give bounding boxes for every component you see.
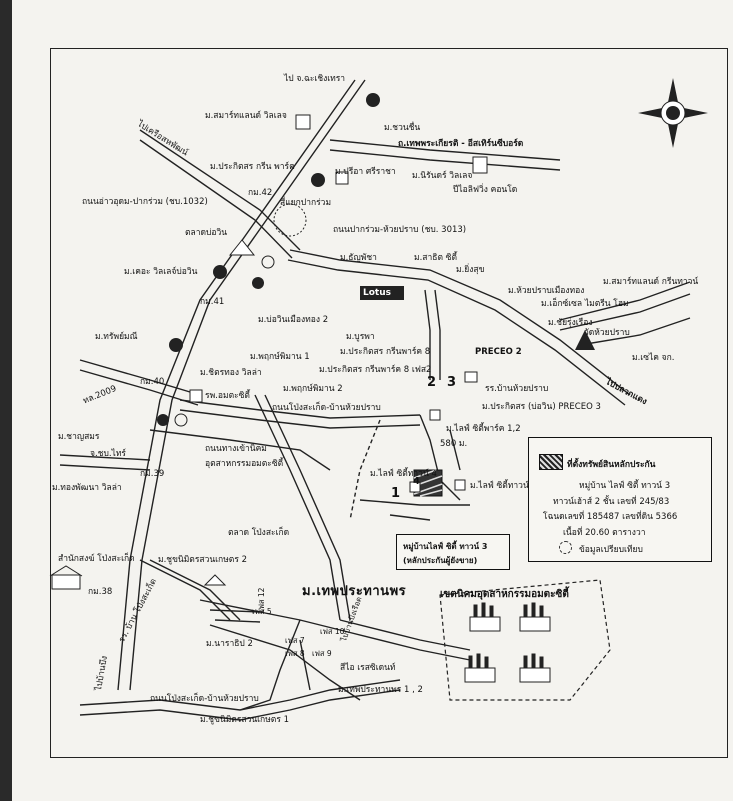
label-phase7: เฟส 7	[285, 636, 305, 645]
label-burapha: ม.บูรพา	[346, 332, 375, 342]
callout-line-2: (หลักประกันผู้ยังขาย)	[403, 556, 478, 565]
label-km38: กม.38	[88, 587, 113, 597]
label-preceo2: PRECEO 2	[475, 347, 522, 357]
comparison-circle-icon	[559, 541, 572, 554]
label-thep-prathan-12: ม.เทพประทานพร 1 , 2	[338, 685, 423, 695]
label-prasitsorn-green-8-2: ม.ประกิตสร กรีนพาร์ค 8 เฟส2	[319, 365, 432, 375]
legend-title: ที่ตั้งทรัพย์สินหลักประกัน	[567, 460, 656, 470]
legend-line-2: ทาวน์เฮ้าส์ 2 ชั้น เลขที่ 245/83	[553, 497, 670, 507]
legend-line-4: เนื้อที่ 20.60 ตารางวา	[563, 528, 646, 538]
label-smart-land-green-town: ม.สมาร์ทแลนด์ กรีนทาวน์	[603, 277, 699, 287]
label-pong-road-bottom: ถนนโป่งสะเก็ด-บ้านห้วยปราบ	[150, 694, 259, 704]
lotus-store-logo: Lotus	[360, 286, 404, 300]
label-phase9: เฟส 9	[312, 649, 332, 658]
label-prasitsorn-preceo3: ม.ประกิตสร (บ่อวิน) PRECEO 3	[482, 402, 601, 412]
label-pong-road: ถนนโป่งสะเก็ด-บ้านห้วยปราบ	[272, 403, 381, 413]
label-pak-ruam-junction: สี่แยกปากร่วม	[280, 198, 332, 208]
label-sarit-city: ม.สาธิต ซิตี้	[414, 253, 457, 263]
label-kb-company: ม.เซไค จก.	[632, 353, 675, 363]
label-phase8: เฟส 8	[285, 649, 305, 658]
label-phruksa-2: ม.พฤกษ์พิมาน 2	[283, 384, 343, 394]
label-see-oh: สีไอ เรสซิเดนท์	[340, 663, 396, 673]
label-ao-udom-road: ถนนอ่าวอุดม-ปากร่วม (ชบ.1032)	[82, 197, 208, 207]
label-eagle-home: ม.เอ็กซ์เซล ไมตรีน โฮม	[541, 299, 629, 309]
label-narathip: ม.นาราธิป 2	[206, 639, 253, 649]
label-life-city-park: ม.ไลฟ์ ซิตี้พาร์ค 1,2	[446, 424, 521, 434]
label-smart-land-village: ม.สมาร์ทแลนด์ วิลเลจ	[205, 111, 287, 121]
label-dist-580: 580 ม.	[440, 439, 468, 449]
label-supphanichy: ม.ทรัพย์มณี	[95, 332, 138, 342]
label-chaiyaphon: ม.ชาญสมร	[58, 432, 100, 442]
marker-1: 1	[391, 486, 401, 501]
label-phase5: เฟส 5	[252, 607, 272, 616]
marker-4: 4	[413, 476, 420, 487]
label-km39: กม.39	[140, 469, 165, 479]
label-thep-prakiat-road: ถ.เทพพระเกียรติ - อีสเทิร์นซีบอร์ด	[398, 139, 524, 149]
collateral-swatch-icon	[539, 454, 563, 470]
label-km41: กม.41	[200, 297, 225, 307]
label-to-chachoengsao: ไป จ.ฉะเชิงเทรา	[284, 74, 346, 84]
label-huai-prap-mueang-thong: ม.ห้วยปราบเมืองทอง	[508, 286, 585, 296]
label-bo-win-market: ตลาดบ่อวิน	[185, 228, 228, 238]
legend-box: ที่ตั้งทรัพย์สินหลักประกัน หมู่บ้าน ไลฟ์…	[528, 437, 712, 562]
label-life-city-town1: ม.ไลฟ์ ซิตี้ทาวน์ 1	[470, 481, 537, 491]
label-amata-road: ถนนทางเข้านิคม	[205, 444, 267, 454]
label-k-villa: ม.เคอะ วิลเลจ์บ่อวิน	[124, 267, 198, 277]
label-suksawat-1: ม.ชูขนิมิตรสวนเกษตร 1	[200, 715, 290, 725]
label-km42: กม.42	[248, 188, 273, 198]
label-pradiao-sriracha: ม.ปรีอา ศรีราชา	[335, 167, 396, 177]
industrial-zone-boundary	[439, 579, 611, 701]
label-chitthong: ม.ชิตรทอง วิลล่า	[200, 368, 262, 378]
label-thanphat: ม.ธัญพัชา	[340, 253, 377, 263]
marker-3: 3	[447, 375, 457, 390]
label-life-city-town4: ม.ไลฟ์ ซิตี้ทาวน์ 4	[370, 469, 437, 479]
temple-icon	[575, 330, 595, 350]
label-suksawat-2: ม.ชูขนิมิตรสวนเกษตร 2	[158, 555, 248, 565]
collateral-callout: หมู่บ้านไลฟ์ ซิตี้ ทาวน์ 3 (หลักประกันผู…	[396, 534, 510, 570]
label-pak-ruam-huai-road: ถนนปากร่วม-ห้วยปราบ (ชบ. 3013)	[333, 225, 467, 235]
legend-line-1: หมู่บ้าน ไลฟ์ ซิตี้ ทาวน์ 3	[579, 481, 671, 491]
label-thong-phanna: ม.ทองพัฒนา วิลล่า	[52, 483, 122, 493]
label-chayruang: ม.ชัยรุ่งเรือง	[548, 318, 593, 328]
label-kor-bor: จ.ชบ.ไทร์	[90, 449, 126, 459]
label-km40: กม.40	[140, 377, 165, 387]
label-pong-market: ตลาด โป่งสะเก็ด	[228, 528, 290, 538]
label-phase10: เฟส 10	[320, 627, 345, 636]
label-bo-win-mueang-thong: ม.บ่อวินเมืองทอง 2	[258, 315, 329, 325]
callout-line-1: หมู่บ้านไลฟ์ ซิตี้ ทาวน์ 3	[403, 542, 488, 551]
legend-line-5: ข้อมูลเปรียบเทียบ	[579, 545, 643, 555]
label-pong-office: สำนักสงฆ์ โป่งสะเก็ด	[58, 554, 135, 564]
legend-line-3: โฉนดเลขที่ 185487 เลขที่ดิน 5366	[543, 512, 678, 522]
label-amata-estate: อุตสาหกรรมอมตะซิตี้	[205, 459, 284, 469]
label-industrial-zone: เขตนิคมอุตสาหกรรมอมตะซิตี้	[440, 589, 569, 600]
compass-rose-icon	[636, 76, 710, 150]
label-thep-prathan: ม.เทพประทานพร	[302, 584, 407, 599]
label-phruksa-1: ม.พฤกษ์พิมาน 1	[250, 352, 310, 362]
label-prasitsorn-green-park: ม.ประกิตสร กรีน พาร์ค	[210, 162, 295, 172]
label-chuan-chuen: ม.ชวนชื่น	[384, 123, 421, 133]
marker-2: 2	[427, 375, 437, 390]
label-prasitsorn-green-8: ม.ประกิตสร กรีนพาร์ค 8	[340, 347, 431, 357]
label-hospital: รพ.อมตะซิตี้	[205, 391, 250, 401]
label-ninrak-village: ม.นิรันดร์ วิลเลจ	[412, 171, 473, 181]
label-yingsuk: ม.ยิ่งสุข	[456, 265, 485, 275]
label-huai-prap-temple: วัดห้วยปราบ	[584, 328, 630, 338]
label-huai-prap-school: รร.บ้านห้วยปราบ	[485, 384, 549, 394]
map-frame	[50, 48, 728, 758]
highway-line-a	[117, 79, 356, 691]
label-ai-la-condo: ปีไอลิฟวิ่ง คอนโด	[453, 185, 518, 195]
